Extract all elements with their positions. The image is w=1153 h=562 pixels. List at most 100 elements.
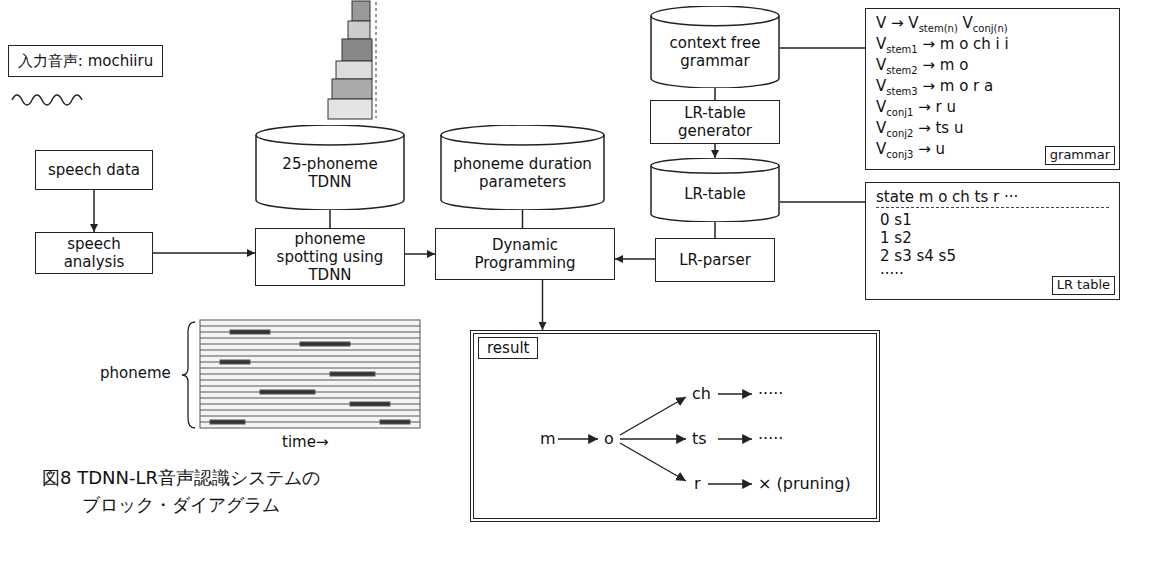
node-text: grammar: [1050, 147, 1110, 164]
subscript: conj(n): [973, 23, 1008, 34]
cylinder-body: [256, 125, 404, 210]
spotted-phoneme: [230, 330, 270, 334]
tree-phoneme: o: [604, 429, 614, 448]
tree-phoneme: ts: [692, 429, 707, 448]
table-row: 2 s3 s4 s5: [876, 247, 1109, 265]
grammar-rule: Vstem3 → m o r a: [876, 77, 1109, 98]
connector: [93, 190, 95, 232]
spotted-phoneme: [260, 390, 315, 394]
subscript: conj1: [886, 107, 913, 118]
node-text: phoneme spotting using TDNN: [262, 230, 398, 284]
cylinder-rim: [256, 135, 404, 145]
process-box: LR-parser: [655, 238, 775, 282]
tree-arrow: [620, 438, 686, 439]
cylinder-body: [651, 158, 779, 222]
table-row: 0 s1: [876, 211, 1109, 229]
connector: [329, 210, 331, 228]
cylinder-rim: [651, 16, 779, 26]
speech-wave: [12, 95, 82, 105]
process-box: LR-table generator: [650, 100, 780, 144]
connector: [780, 47, 865, 49]
cylinder-label: phoneme duration parameters: [440, 125, 605, 191]
cylinder-body: [651, 6, 779, 88]
connector: [714, 144, 716, 158]
tdnn-network-figure: [328, 1, 376, 119]
process-box: speech data: [35, 150, 153, 190]
network-layer: [336, 61, 372, 79]
spotted-phoneme: [300, 342, 350, 346]
node-text: speech data: [48, 161, 140, 179]
node-text: phoneme duration parameters: [446, 155, 599, 191]
spotted-phoneme: [350, 402, 390, 406]
cylinder-body: [441, 125, 604, 210]
process-box: Dynamic Programming: [435, 228, 615, 280]
tree-continuation: ·····: [758, 384, 783, 403]
node-text: 入力音声: mochiiru: [18, 52, 153, 70]
network-layer: [352, 1, 370, 21]
node-text: context free grammar: [656, 34, 774, 70]
phoneme-brace: [182, 322, 195, 428]
spotted-phoneme: [210, 420, 245, 424]
network-layer: [348, 21, 370, 39]
tree-arrow: [558, 438, 598, 439]
database-cylinder: context free grammar: [650, 6, 780, 88]
axis-label: phoneme: [100, 364, 171, 382]
spotted-phoneme: [220, 360, 250, 364]
tree-arrow: [708, 483, 752, 484]
grammar-panel: V → Vstem(n) Vconj(n)Vstem1 → m o ch i i…: [865, 8, 1120, 170]
node-text: LR-parser: [679, 251, 751, 269]
phoneme-spotting-chart: [200, 320, 420, 428]
cylinder-label: 25-phoneme TDNN: [255, 125, 405, 191]
input-speech-box: 入力音声: mochiiru: [8, 45, 163, 77]
connector: [153, 252, 255, 254]
subscript: stem1: [886, 44, 917, 55]
axis-label: time→: [282, 433, 328, 451]
grammar-rule: Vconj2 → ts u: [876, 119, 1109, 140]
database-cylinder: phoneme duration parameters: [440, 125, 605, 210]
grammar-rule: V → Vstem(n) Vconj(n): [876, 14, 1109, 35]
cylinder-rim: [441, 135, 604, 145]
network-layer: [332, 79, 372, 99]
node-text: LR-table generator: [657, 104, 773, 140]
node-text: 25-phoneme TDNN: [261, 155, 399, 191]
tree-arrow: [620, 443, 686, 481]
tree-phoneme: m: [540, 429, 556, 448]
node-text: LR table: [1057, 277, 1110, 294]
pruning-mark: × (pruning): [758, 474, 851, 493]
network-edge-line: [376, 2, 377, 118]
connector: [714, 88, 716, 100]
subscript: conj3: [886, 149, 913, 160]
cylinder-label: LR-table: [650, 158, 780, 203]
table-header: state m o ch ts r ···: [876, 188, 1109, 208]
grammar-rule: Vstem2 → m o: [876, 56, 1109, 77]
grammar-rule: Vconj1 → r u: [876, 98, 1109, 119]
tree-arrow: [620, 397, 686, 435]
node-text: speech analysis: [42, 235, 146, 271]
lr-table-panel: state m o ch ts r ···0 s11 s22 s3 s4 s5·…: [865, 182, 1120, 300]
network-layer: [342, 39, 372, 61]
grammar-rule: Vstem1 → m o ch i i: [876, 35, 1109, 56]
tree-phoneme: r: [694, 474, 701, 493]
tree-continuation: ·····: [758, 429, 783, 448]
connector: [615, 258, 655, 260]
database-cylinder: 25-phoneme TDNN: [255, 125, 405, 210]
node-text: Dynamic Programming: [442, 236, 608, 272]
process-box: phoneme spotting using TDNN: [255, 228, 405, 286]
chart-rows: [200, 326, 420, 422]
chart-frame: [200, 320, 420, 428]
connector: [522, 210, 524, 228]
cylinder-label: context free grammar: [650, 6, 780, 70]
network-layer: [328, 99, 372, 119]
node-text: LR-table: [656, 185, 774, 203]
table-row: 1 s2: [876, 229, 1109, 247]
result-box: result: [470, 330, 880, 522]
panel-tag: grammar: [1045, 146, 1115, 165]
cylinder-rim: [651, 166, 779, 174]
connector: [405, 253, 435, 255]
connector: [780, 201, 865, 203]
database-cylinder: LR-table: [650, 158, 780, 222]
connector: [714, 222, 716, 238]
tree-phoneme: ch: [692, 384, 711, 403]
panel-tag: LR table: [1052, 276, 1115, 295]
